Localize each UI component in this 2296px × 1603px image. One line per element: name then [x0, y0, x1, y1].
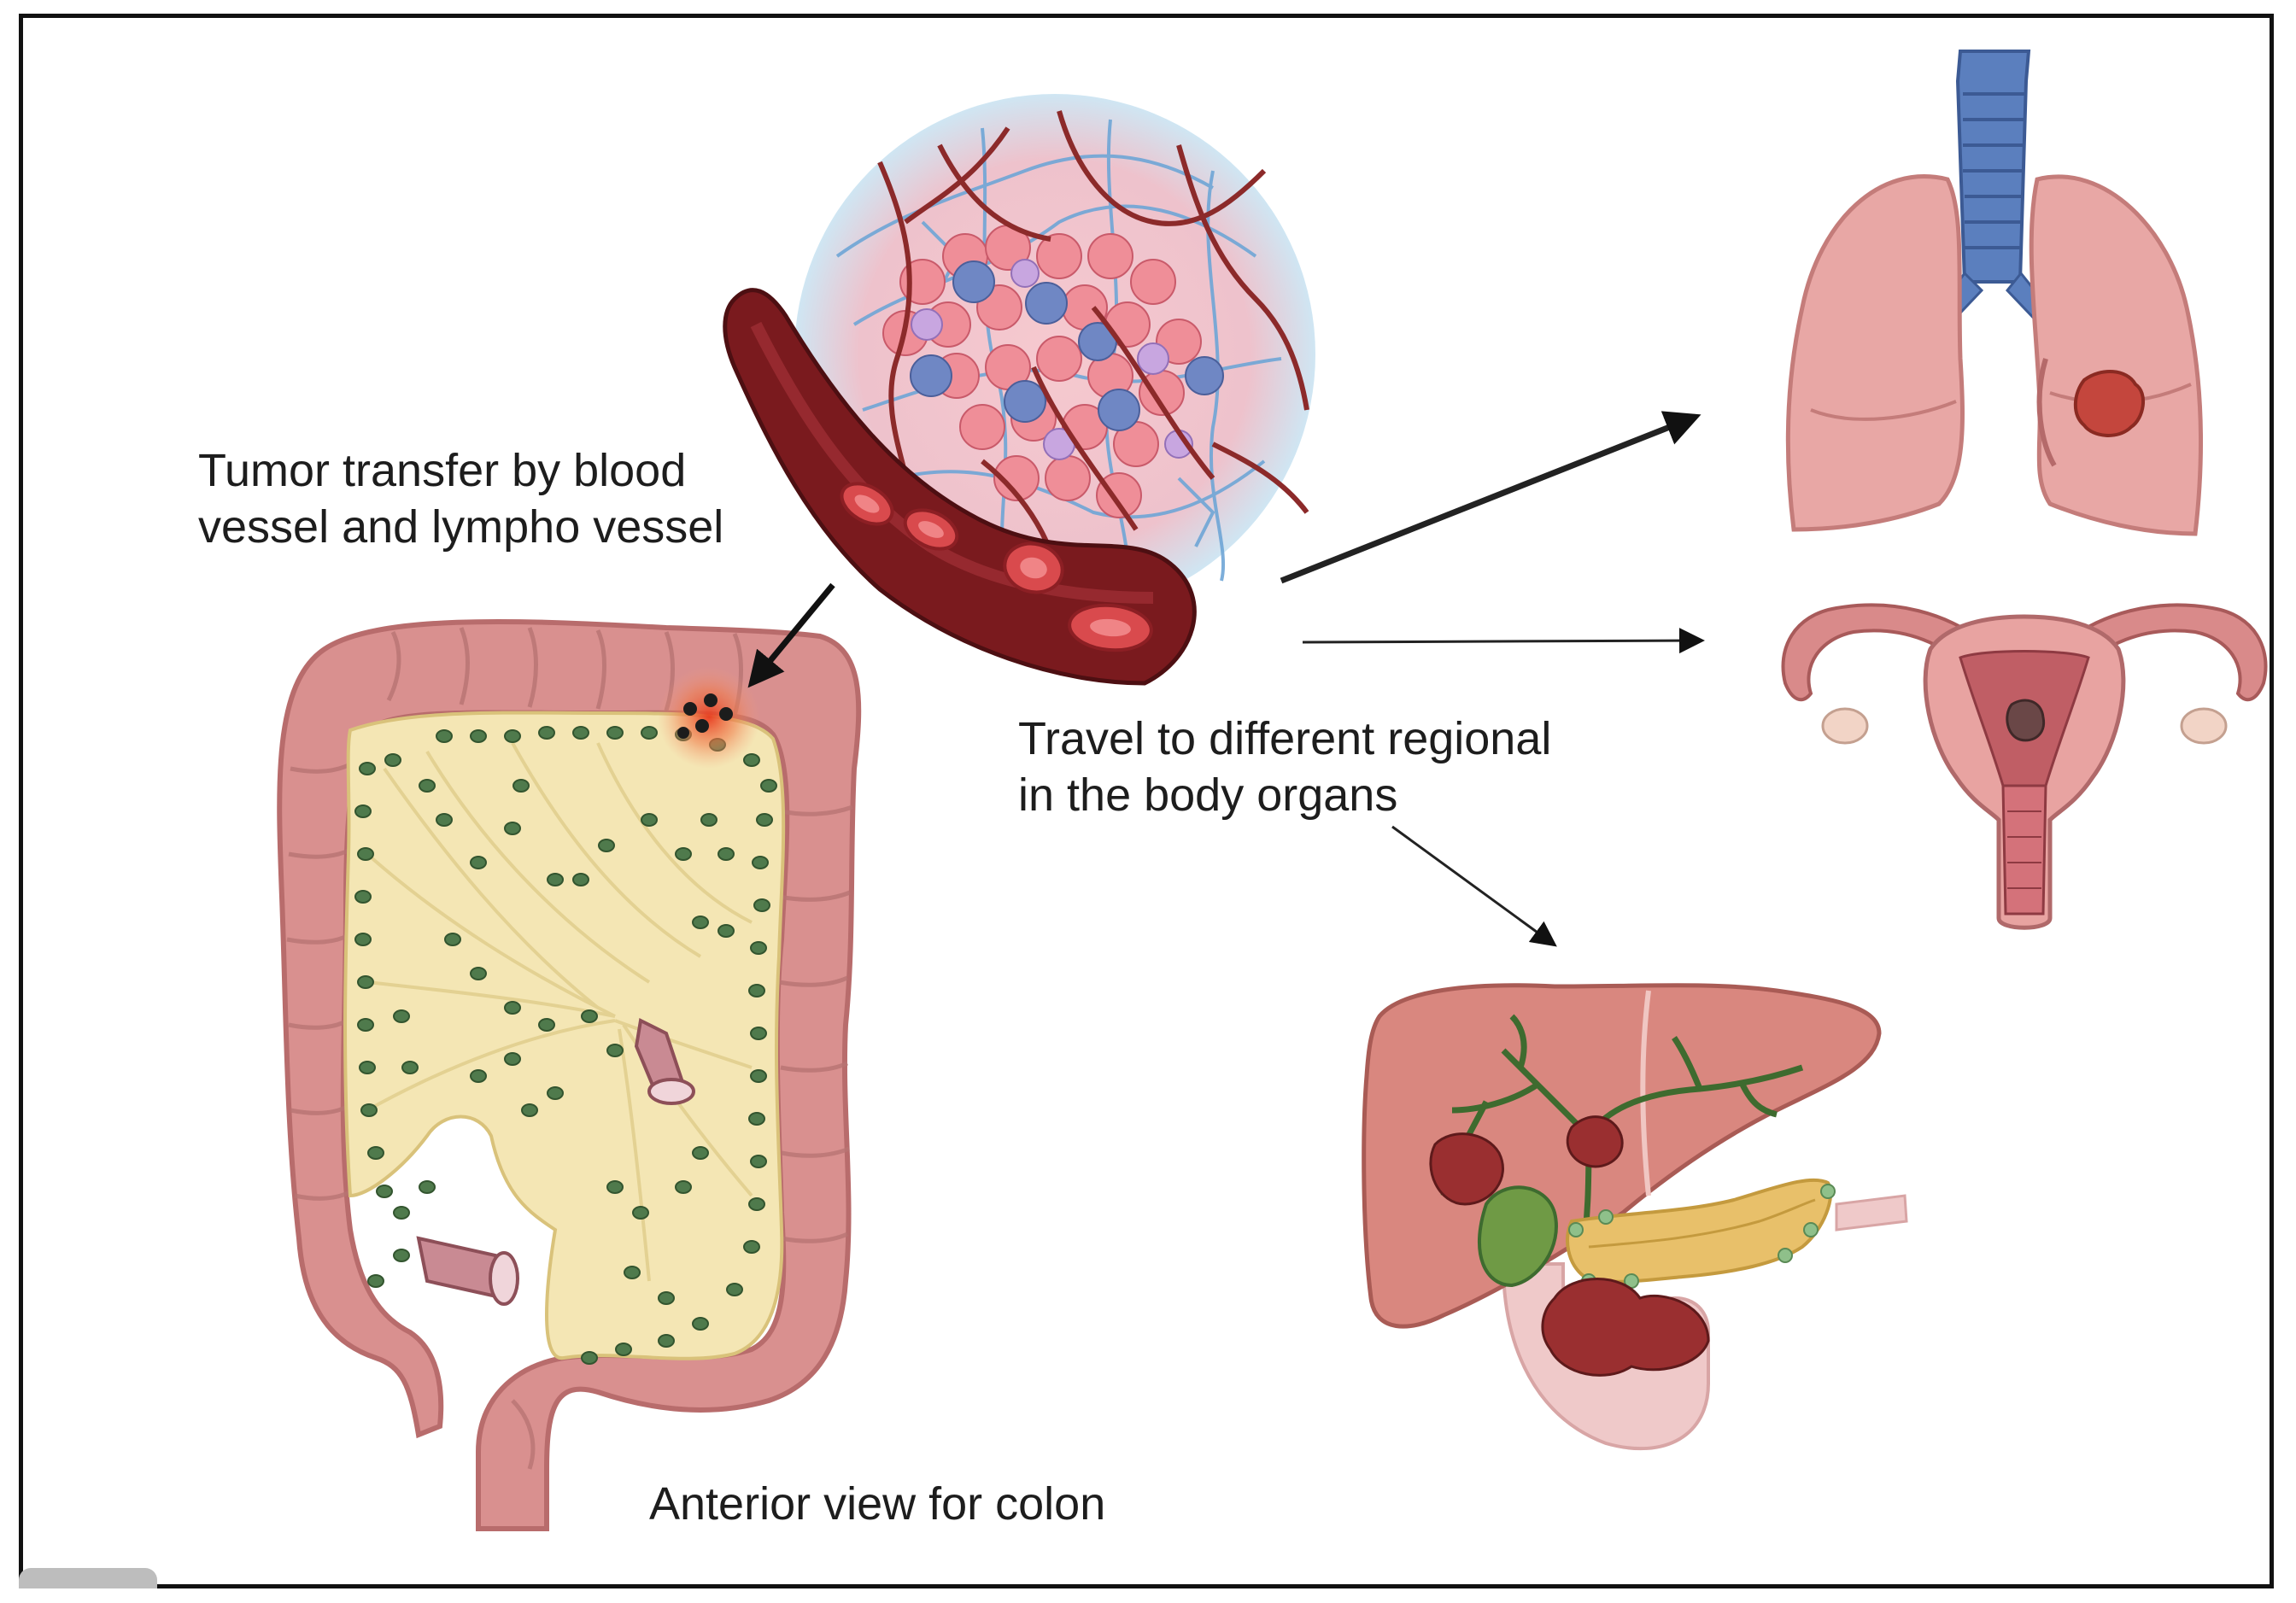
lung-icon	[1785, 50, 2204, 536]
lung-tumor	[2073, 369, 2146, 437]
tumor-transfer-line1: Tumor transfer by blood	[198, 445, 687, 496]
tumor-transfer-line2: vessel and lympho vessel	[198, 501, 724, 553]
arrow-to-liver	[1391, 825, 1557, 947]
tumor-cells	[882, 225, 1224, 518]
travel-line2: in the body organs	[1018, 769, 1398, 821]
travel-line1: Travel to different regional	[1018, 713, 1552, 764]
lymph-nodes	[354, 726, 777, 1365]
liver-tumors	[1429, 1115, 1710, 1377]
capillaries	[877, 110, 1309, 599]
arrow-to-uterus	[1302, 628, 1705, 654]
tumor-transfer-label: Tumor transfer by blood vessel and lymph…	[198, 442, 723, 555]
primary-tumor-glow	[658, 666, 760, 769]
uterus-icon	[1781, 603, 2268, 930]
scroll-handle[interactable]	[19, 1568, 157, 1588]
arrow-to-lung	[1280, 411, 1702, 584]
arrows	[747, 411, 1705, 947]
travel-label: Travel to different regional in the body…	[1018, 711, 1551, 823]
primary-tumor-cells	[677, 693, 733, 739]
arrow-to-colon	[747, 582, 835, 688]
anterior-view-label: Anterior view for colon	[649, 1478, 1106, 1530]
blood-vessel-icon	[723, 288, 1197, 686]
colon-illustration	[277, 618, 862, 1531]
mesentery	[343, 711, 786, 1360]
uterus-tumor	[2006, 699, 2046, 742]
gallbladder	[1478, 1185, 1558, 1288]
liver-pancreas-icon	[1362, 983, 1908, 1451]
